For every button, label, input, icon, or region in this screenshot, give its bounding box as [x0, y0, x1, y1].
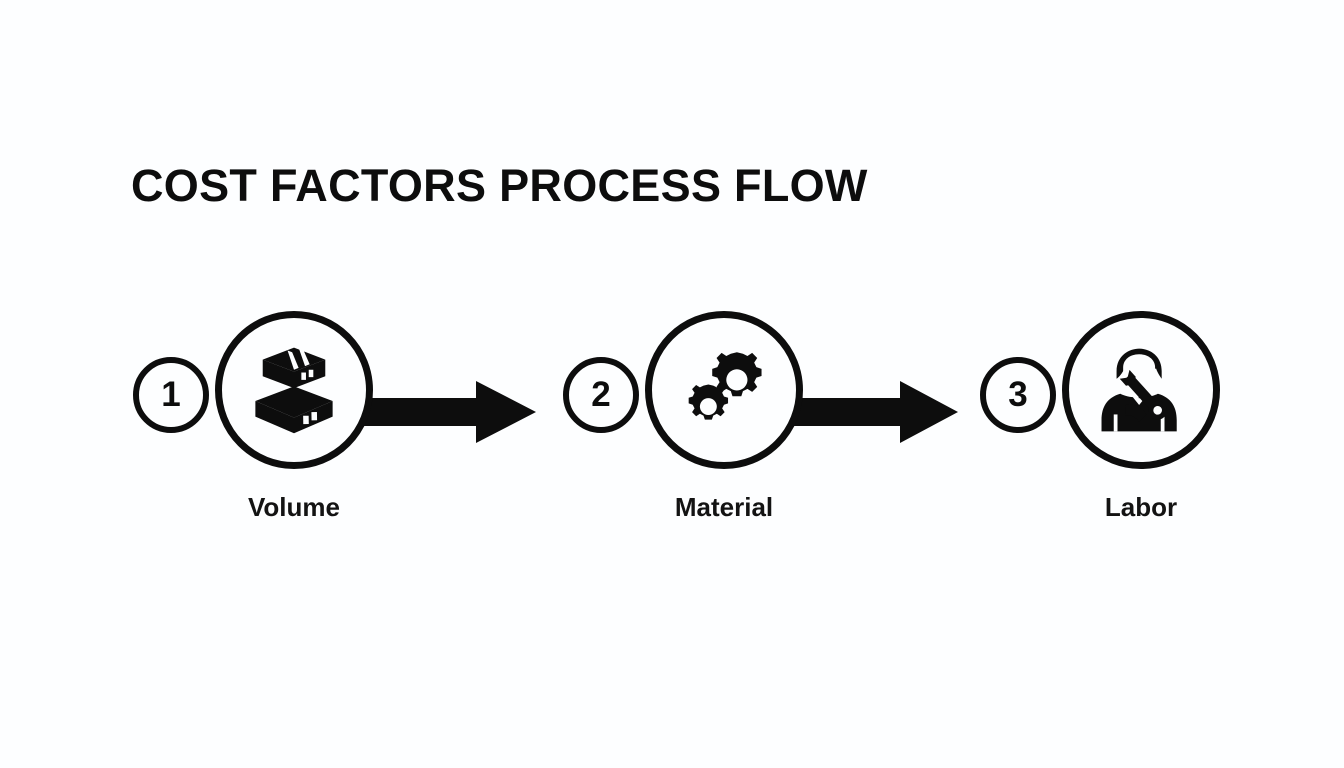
step-label-volume: Volume	[248, 492, 340, 522]
step-number-badge: 2	[563, 357, 639, 433]
step-number: 3	[1008, 374, 1028, 414]
step-number-badge: 3	[980, 357, 1056, 433]
process-flow: 1 Volume	[0, 300, 1344, 550]
step-number: 2	[591, 374, 611, 414]
flow-arrow-2	[788, 377, 958, 447]
worker-with-wrench-icon	[1101, 348, 1177, 432]
step-icon-circle	[645, 311, 803, 469]
page-title: COST FACTORS PROCESS FLOW	[131, 160, 868, 211]
gears-icon	[688, 352, 762, 420]
stacked-boxes-icon	[255, 347, 333, 434]
step-label-material: Material	[674, 492, 774, 522]
process-step-volume[interactable]: 1 Volume	[133, 300, 393, 550]
process-step-material[interactable]: 2 Material	[563, 300, 823, 550]
flow-arrow-1	[358, 377, 536, 447]
step-icon-circle	[215, 311, 373, 469]
step-number-badge: 1	[133, 357, 209, 433]
step-icon-circle	[1062, 311, 1220, 469]
step-label-labor: Labor	[1104, 492, 1178, 522]
process-step-labor[interactable]: 3 Labor	[980, 300, 1240, 550]
step-number: 1	[161, 374, 181, 414]
